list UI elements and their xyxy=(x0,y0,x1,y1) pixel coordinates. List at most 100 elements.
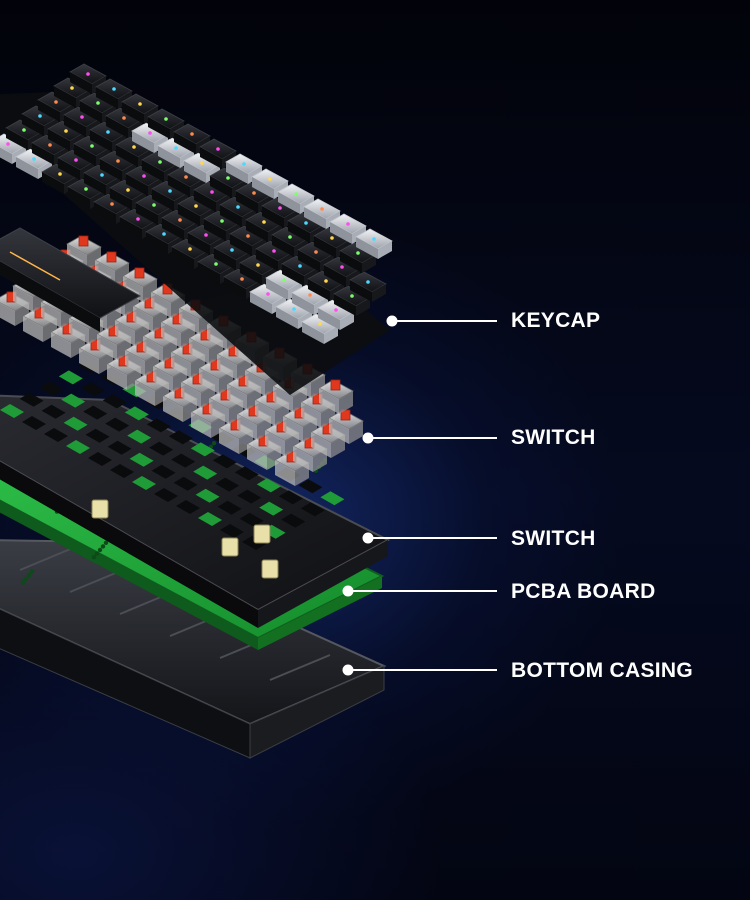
label-bottom-casing: BOTTOM CASING xyxy=(511,659,694,682)
stabilizer xyxy=(261,559,279,579)
switch-side-right xyxy=(229,401,243,424)
switch xyxy=(236,405,272,440)
keycap-side xyxy=(74,144,96,166)
plate-cutout xyxy=(171,453,196,468)
switch xyxy=(264,421,300,456)
keycap-side xyxy=(282,264,304,286)
pcb-hole xyxy=(211,441,217,446)
keycap-side xyxy=(84,173,106,195)
keycap xyxy=(317,299,355,330)
keycap-legend-glow xyxy=(142,174,146,178)
plate-cutout xyxy=(176,500,200,514)
switch-side-right xyxy=(87,247,101,270)
switch-side xyxy=(311,432,331,458)
keycap-side xyxy=(184,161,206,183)
keycap-legend-glow xyxy=(292,307,296,311)
keycap-side xyxy=(210,176,232,198)
switch-side xyxy=(151,292,171,318)
keycap-side xyxy=(178,204,200,226)
switch xyxy=(66,235,102,270)
keycap-side xyxy=(100,159,122,181)
keycap-legend-glow xyxy=(268,177,272,181)
plate-cutout xyxy=(63,416,88,431)
keycap-legend-glow xyxy=(308,293,312,297)
switch-side xyxy=(273,386,293,412)
switch-side-right xyxy=(237,357,251,380)
keycap xyxy=(339,242,377,273)
keycap-legend-glow xyxy=(210,190,214,194)
switch xyxy=(292,437,328,472)
keycap-legend-glow xyxy=(74,158,78,162)
plate-cutout xyxy=(234,466,259,481)
plate-cutout xyxy=(151,464,176,479)
keycap-legend-glow xyxy=(148,131,152,135)
switch-side xyxy=(69,318,89,344)
plate-cutout xyxy=(173,476,198,491)
keycap-legend-glow xyxy=(324,279,328,283)
plate-cutout xyxy=(298,479,323,494)
switch-side-right xyxy=(191,355,205,378)
switch-side xyxy=(153,366,173,392)
keycap-side xyxy=(132,131,154,153)
switch-side xyxy=(0,302,15,326)
switch-side xyxy=(51,332,71,358)
switch xyxy=(134,371,170,406)
plate-cutout xyxy=(19,392,44,407)
plate-cutout xyxy=(215,477,240,492)
switch-side xyxy=(179,308,199,334)
keycap-legend-glow xyxy=(110,202,114,206)
keycap-side xyxy=(94,202,116,224)
keycap-side xyxy=(356,237,378,259)
keycap-side xyxy=(162,218,184,240)
switch-side-right xyxy=(295,463,309,486)
plate-cutout xyxy=(88,452,112,466)
keycap-side xyxy=(54,86,76,108)
switch-side-right xyxy=(239,431,253,454)
switch-side-right xyxy=(321,405,335,428)
switch-side xyxy=(293,446,313,472)
plate-cutout xyxy=(300,502,325,517)
keycap xyxy=(213,239,251,270)
pcb-hole xyxy=(97,547,103,553)
keycap-side xyxy=(0,147,12,164)
plate-cutout xyxy=(154,488,178,502)
keycap-legend-glow xyxy=(6,142,10,146)
label-pcba-board: PCBA BOARD xyxy=(511,580,656,603)
keycap xyxy=(349,271,387,302)
switch xyxy=(246,435,282,470)
plate-cutout xyxy=(195,488,220,503)
plate-cutout xyxy=(41,404,66,419)
plate-cutout xyxy=(256,478,281,493)
switch xyxy=(208,389,244,424)
keycap-legend-glow xyxy=(48,143,52,147)
switch xyxy=(50,323,86,358)
keycap-side xyxy=(308,279,330,301)
keycap-side xyxy=(168,175,190,197)
keycap-legend-glow xyxy=(174,146,178,150)
callout-dot-switch xyxy=(362,432,374,444)
plate-cutout xyxy=(217,500,242,515)
keycap-side xyxy=(204,219,226,241)
keycap-layer xyxy=(0,63,393,395)
switch xyxy=(274,451,310,486)
bottom-casing-layer xyxy=(0,539,387,759)
keycap xyxy=(261,197,299,228)
keycap-legend-glow xyxy=(366,280,370,284)
keycap-side-right xyxy=(362,255,376,273)
keycap-legend-glow xyxy=(70,86,74,90)
switch xyxy=(124,341,160,376)
keycap xyxy=(119,208,157,239)
keycap-legend-glow xyxy=(320,207,324,211)
plate-cutout xyxy=(198,512,222,526)
keycap-side-right xyxy=(340,312,354,330)
keycap-side xyxy=(90,130,112,152)
plate-cutout xyxy=(66,440,90,454)
casing-rib xyxy=(269,654,331,681)
keycap-legend-glow xyxy=(38,114,42,118)
plate-layer xyxy=(0,359,391,628)
keycap-legend-glow xyxy=(314,250,318,254)
keycap-side xyxy=(314,236,336,258)
keycap-side xyxy=(350,280,372,302)
keycap-legend-glow xyxy=(86,72,90,76)
switch-side xyxy=(247,444,267,470)
